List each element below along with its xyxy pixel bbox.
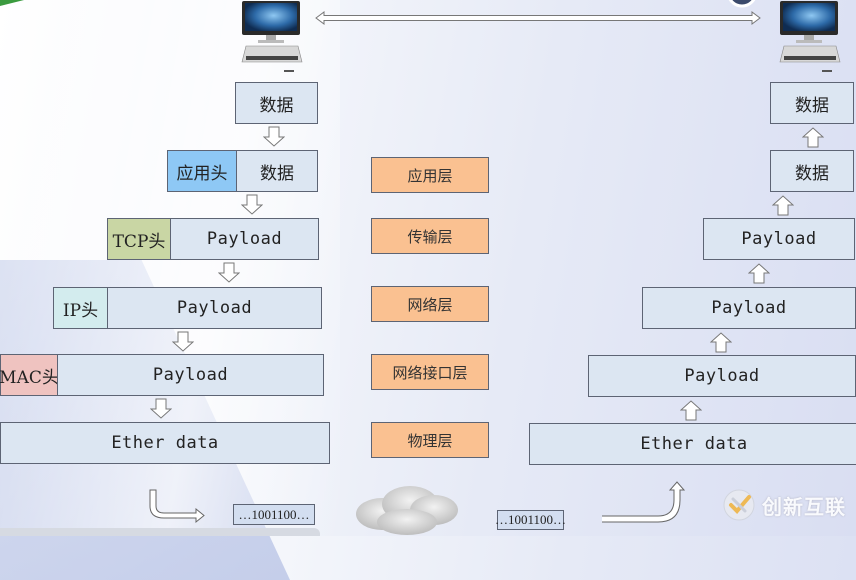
ip-payload-box: Payload	[107, 287, 322, 329]
receiver-ether-label: Ether data	[640, 434, 748, 454]
receiver-mac-payload-label: Payload	[684, 366, 760, 386]
layer-application-label: 应用层	[407, 166, 453, 185]
ip-header-box: IP头	[53, 287, 108, 329]
mac-payload-label: Payload	[152, 365, 229, 385]
receiver-data-label: 数据	[795, 95, 829, 116]
sender-bits-box: …1001100…	[233, 504, 315, 525]
down-arrow-icon	[150, 398, 172, 419]
layer-physical-label: 物理层	[407, 431, 453, 450]
down-arrow-icon	[172, 331, 194, 352]
curved-right-arrow-icon	[149, 489, 205, 524]
receiver-ip-payload-box: Payload	[642, 287, 856, 329]
tcp-header-box: TCP头	[107, 218, 171, 260]
ip-payload-label: Payload	[176, 298, 253, 318]
layer-transport-label: 传输层	[407, 227, 453, 246]
ip-header-label: IP头	[62, 300, 99, 321]
sender-bits-label: …1001100…	[238, 506, 310, 522]
receiver-computer-icon	[779, 1, 841, 72]
sender-ether-label: Ether data	[111, 433, 219, 453]
layer-transport: 传输层	[371, 218, 489, 254]
up-arrow-icon	[710, 332, 732, 353]
watermark-logo: 创新互联	[722, 488, 846, 522]
layer-network-interface-label: 网络接口层	[392, 363, 468, 382]
layer-physical: 物理层	[371, 422, 489, 458]
receiver-tcp-payload-label: Payload	[741, 229, 817, 249]
layer-network-label: 网络层	[407, 295, 453, 314]
up-arrow-icon	[680, 400, 702, 421]
tcp-payload-box: Payload	[170, 218, 319, 260]
down-arrow-icon	[241, 194, 263, 215]
sender-data-label: 数据	[259, 95, 294, 116]
up-arrow-icon	[772, 195, 794, 216]
app-header-label: 应用头	[176, 163, 228, 184]
watermark-logo-icon	[723, 489, 755, 521]
sender-data-box: 数据	[235, 82, 318, 124]
mac-header-label: MAC头	[0, 367, 59, 388]
receiver-bits-label: …1001100…	[494, 512, 567, 527]
app-header-box: 应用头	[167, 150, 237, 192]
mac-payload-box: Payload	[57, 354, 324, 396]
watermark-text: 创新互联	[762, 494, 846, 519]
receiver-app-data-box: 数据	[770, 150, 854, 192]
up-arrow-icon	[802, 127, 824, 148]
tcp-header-label: TCP头	[112, 231, 166, 252]
receiver-data-box: 数据	[770, 82, 854, 124]
layer-application: 应用层	[371, 157, 489, 193]
layer-network-interface: 网络接口层	[371, 354, 489, 390]
app-data-box: 数据	[236, 150, 318, 192]
layer-network: 网络层	[371, 286, 489, 322]
receiver-ip-payload-label: Payload	[711, 298, 787, 318]
decorative-circle	[728, 0, 756, 8]
sender-ether-box: Ether data	[0, 422, 330, 464]
up-arrow-icon	[748, 263, 770, 284]
down-arrow-icon	[218, 262, 240, 283]
peer-communication-arrow-icon	[315, 11, 761, 25]
down-arrow-icon	[263, 126, 285, 147]
curved-up-arrow-icon	[602, 481, 686, 523]
receiver-app-data-label: 数据	[795, 163, 829, 184]
receiver-tcp-payload-box: Payload	[703, 218, 855, 260]
decorative-strip	[0, 528, 320, 536]
tcp-payload-label: Payload	[206, 229, 283, 249]
network-cloud-icon	[356, 486, 458, 535]
sender-computer-icon	[241, 1, 303, 72]
receiver-mac-payload-box: Payload	[588, 355, 856, 397]
receiver-ether-box: Ether data	[529, 423, 856, 465]
app-data-label: 数据	[260, 163, 294, 184]
mac-header-box: MAC头	[0, 354, 59, 396]
receiver-bits-box: …1001100…	[494, 510, 567, 530]
